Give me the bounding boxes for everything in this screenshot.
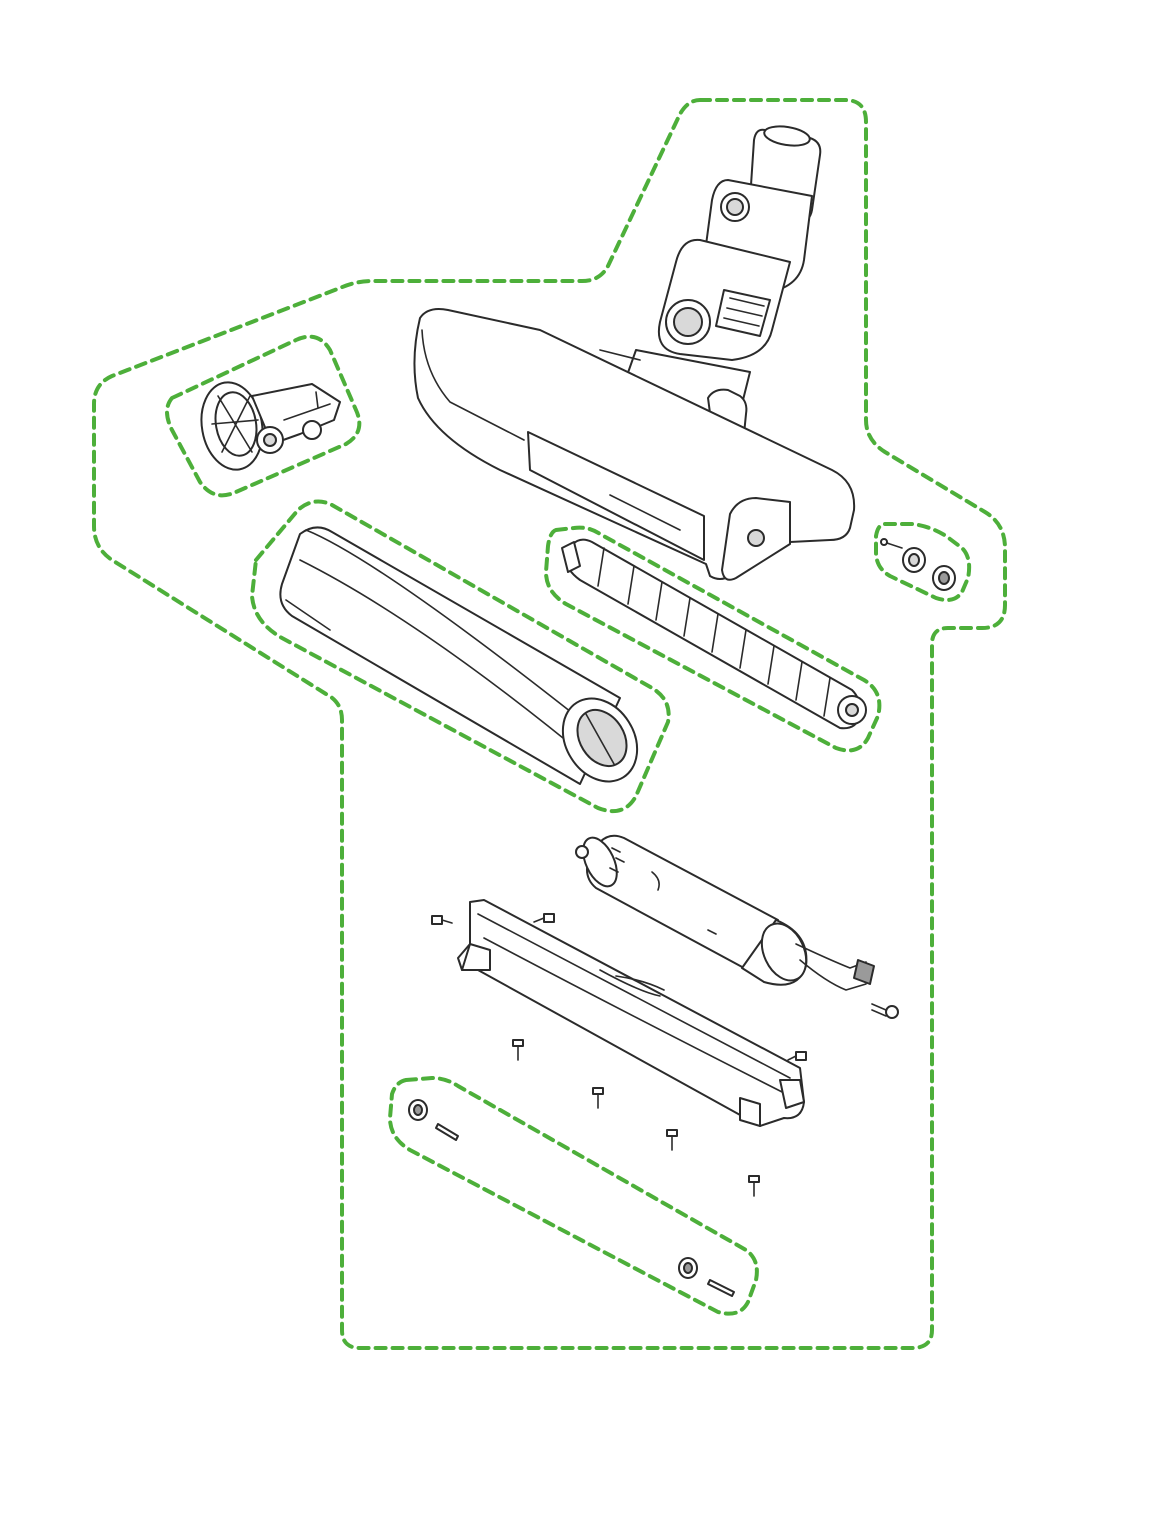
whole-assembly-outline xyxy=(92,98,1007,1350)
washer-icon xyxy=(880,538,956,591)
wheel-icon xyxy=(408,1099,698,1279)
end-cap-assembly-outline xyxy=(165,334,362,498)
brush-bar-outline xyxy=(544,525,882,753)
soft-roller-outline xyxy=(250,499,671,813)
soleplate-icon xyxy=(457,899,805,1127)
connector-icon xyxy=(622,125,822,435)
roller-icon xyxy=(279,526,639,785)
brush-bar-icon xyxy=(561,538,867,730)
screw-icon xyxy=(431,913,899,1197)
cleaner-head-icon xyxy=(413,308,856,581)
end-cap-icon xyxy=(200,381,341,471)
motor-icon xyxy=(575,834,875,991)
end-cap-fasteners-outline xyxy=(874,522,972,602)
pin-icon xyxy=(435,1123,735,1297)
wheel-set-outline xyxy=(388,1076,759,1316)
